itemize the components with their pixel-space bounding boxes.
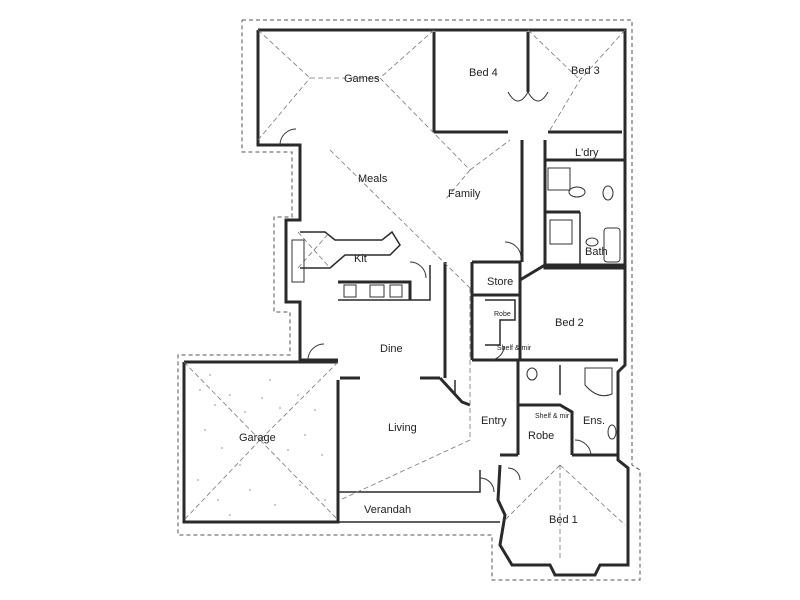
- label-games: Games: [344, 73, 380, 85]
- label-robe-bed1: Robe: [528, 430, 554, 442]
- label-robe-bed2: Robe: [494, 311, 511, 318]
- label-entry: Entry: [481, 415, 507, 427]
- label-meals: Meals: [358, 173, 388, 185]
- label-laundry: L'dry: [575, 147, 599, 159]
- roof-eave-outline: [177, 19, 641, 581]
- label-bed1: Bed 1: [549, 514, 578, 526]
- label-store: Store: [487, 276, 513, 288]
- label-bed4: Bed 4: [469, 67, 498, 79]
- door-swings: [279, 91, 592, 493]
- label-bath: Bath: [585, 246, 608, 258]
- label-bed2: Bed 2: [555, 317, 584, 329]
- label-ens: Ens.: [583, 415, 605, 427]
- garage-concrete-hatch: [197, 374, 326, 516]
- label-garage: Garage: [239, 432, 276, 444]
- roof-hip-lines: [183, 29, 626, 560]
- label-kit: Kit: [354, 253, 367, 265]
- label-verandah: Verandah: [364, 504, 411, 516]
- exterior-walls: [182, 28, 630, 577]
- label-bed3: Bed 3: [571, 65, 600, 77]
- fixtures: [291, 167, 621, 440]
- interior-walls: [256, 30, 625, 457]
- label-family: Family: [448, 188, 481, 200]
- note-shelf-mirror-ens: Shelf & mir: [535, 413, 570, 420]
- label-dine: Dine: [380, 343, 403, 355]
- note-shelf-mirror-bed2: Shelf & mir: [497, 345, 532, 352]
- room-labels: Games Bed 4 Bed 3 L'dry Meals Family Kit…: [239, 65, 608, 526]
- label-living: Living: [388, 422, 417, 434]
